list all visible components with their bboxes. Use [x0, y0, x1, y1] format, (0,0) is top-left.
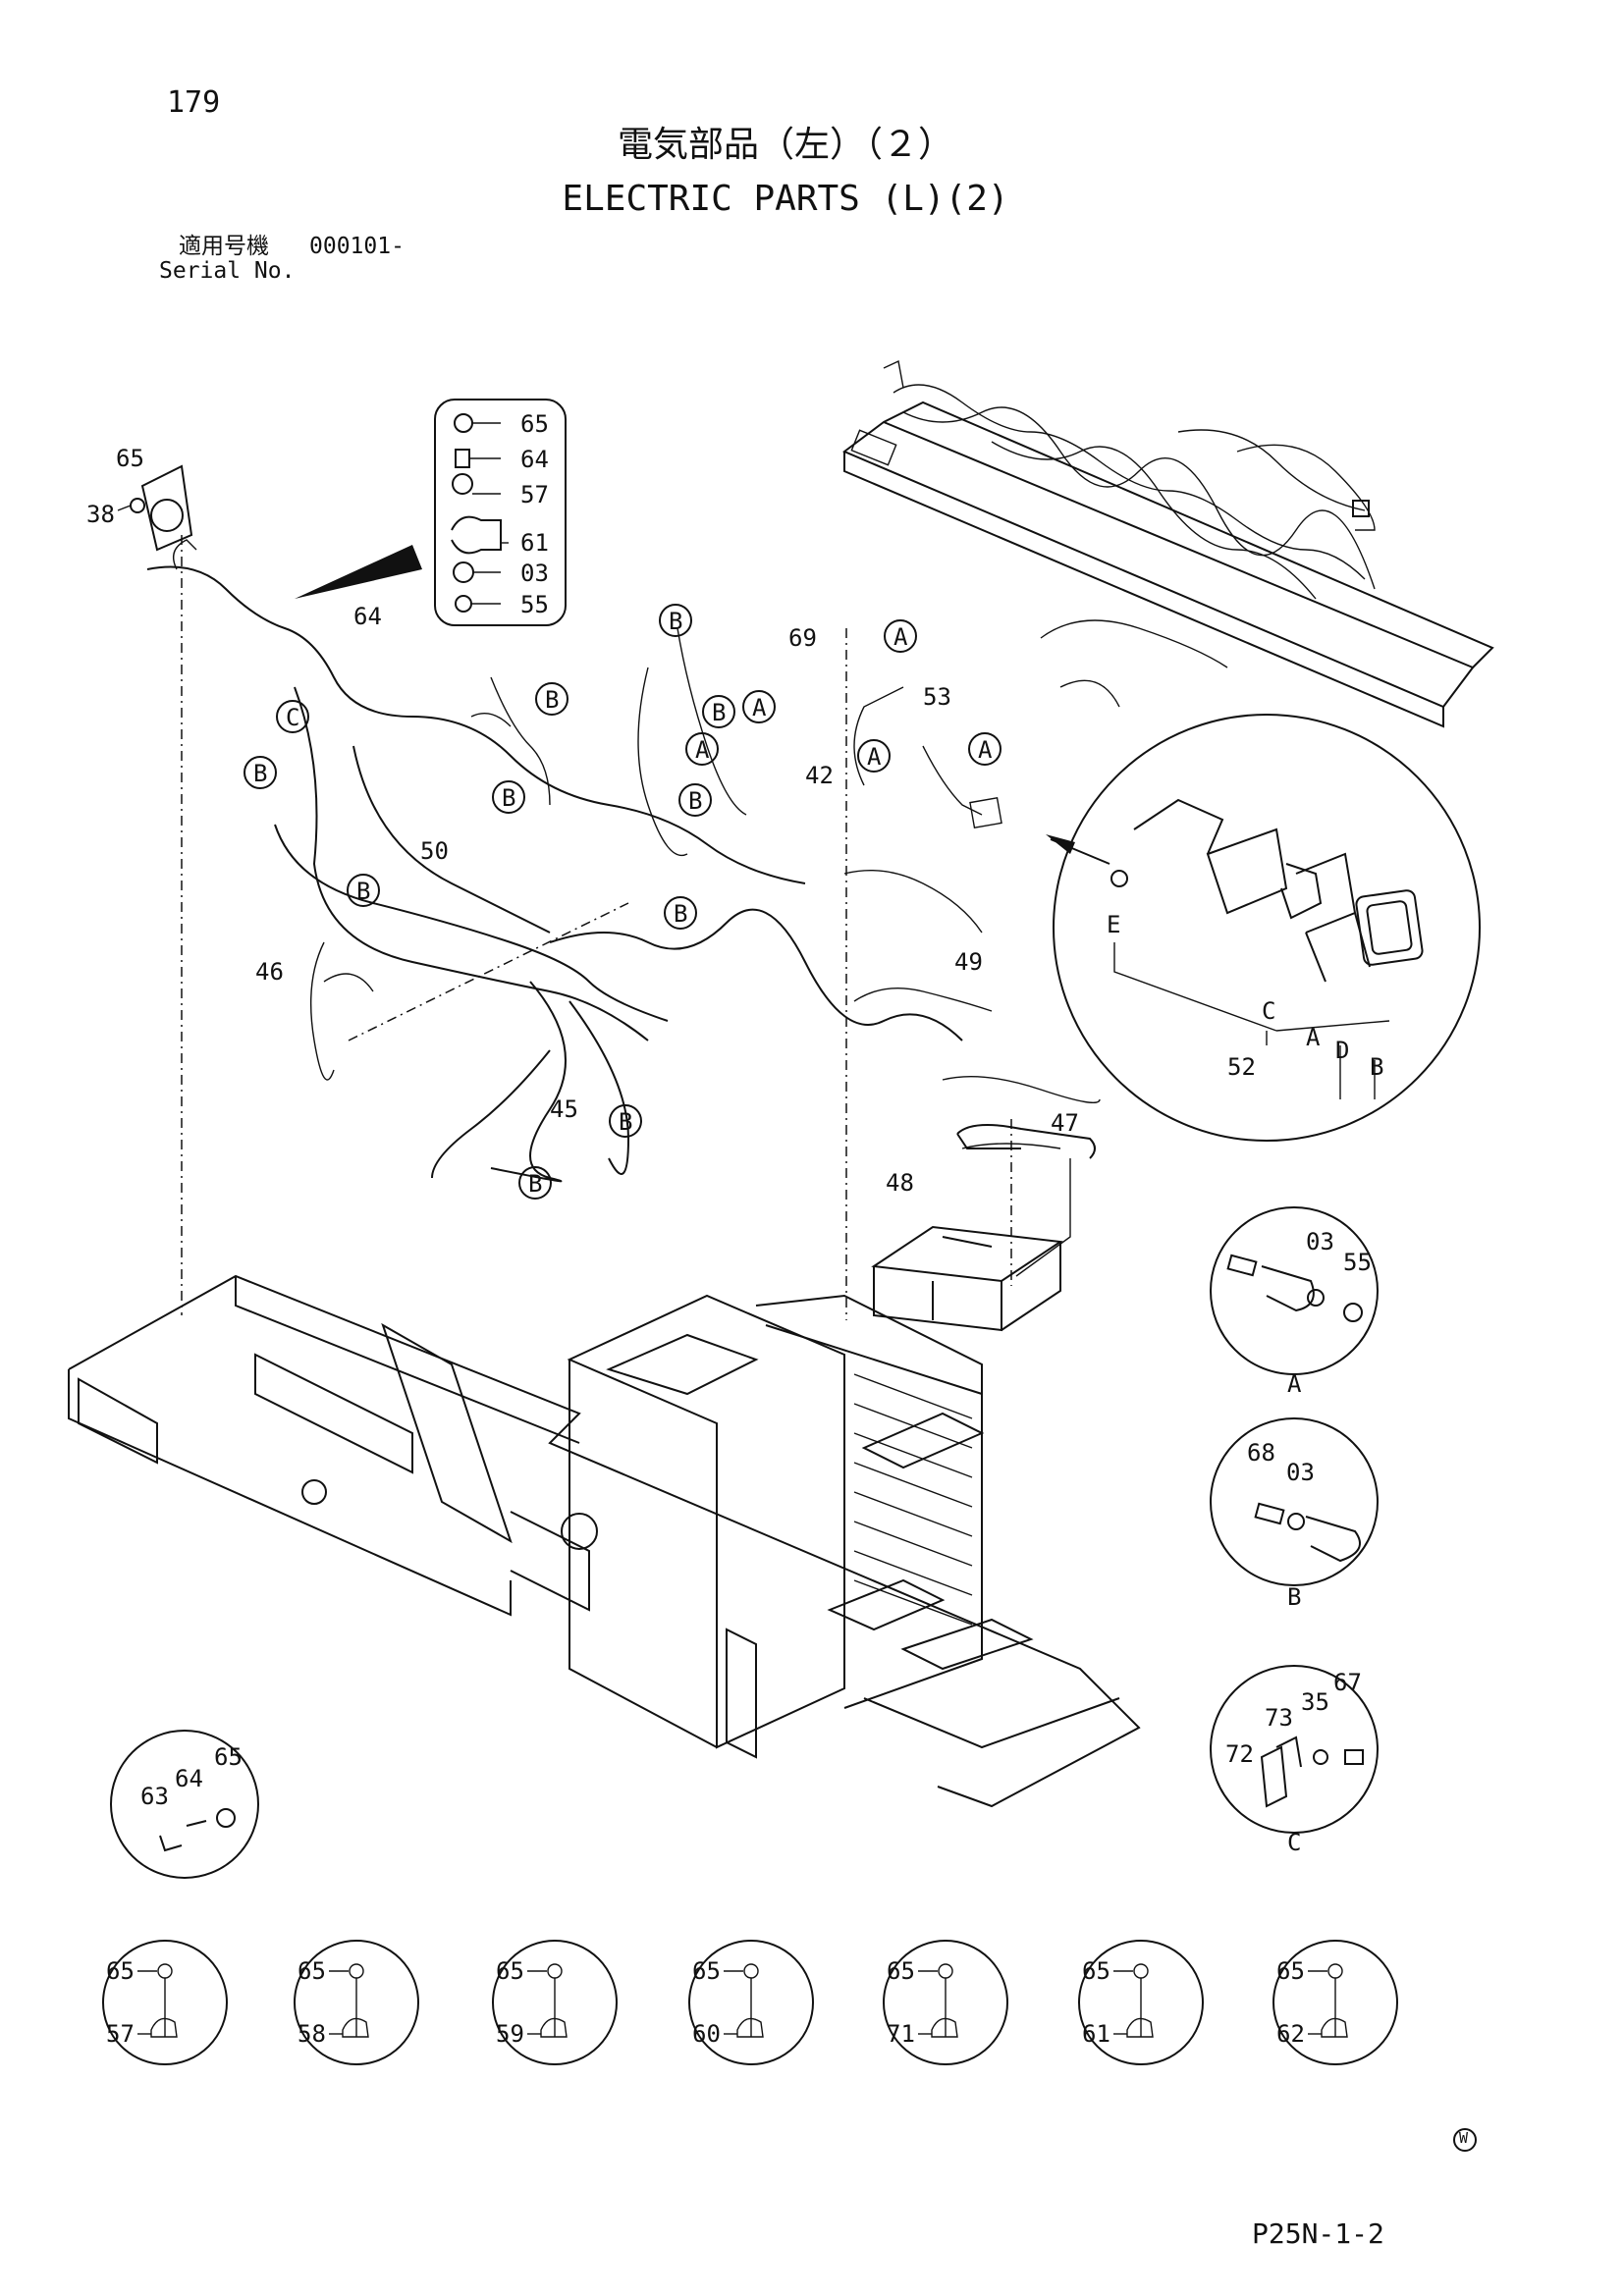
lamp-label-B: B: [1370, 1053, 1384, 1081]
leader-lines: [181, 535, 1071, 1320]
clamp-1-clamp: 57: [106, 2020, 135, 2048]
clamp-3-clamp: 59: [496, 2020, 524, 2048]
ref-B-7: B: [356, 878, 371, 905]
detail-B-68: 68: [1247, 1439, 1275, 1467]
clamp-4-bolt: 65: [692, 1957, 721, 1985]
w-mark-circle: [1453, 2128, 1477, 2152]
callout-45: 45: [550, 1095, 578, 1123]
detail-D-64: 64: [175, 1765, 203, 1792]
ref-C-1: C: [286, 704, 300, 731]
detail-C-73: 73: [1265, 1704, 1293, 1732]
callout-46: 46: [255, 958, 284, 986]
stack-callout-55: 55: [520, 591, 549, 618]
callout-47: 47: [1051, 1109, 1079, 1137]
lamp-label-C: C: [1262, 997, 1276, 1025]
detail-D-65: 65: [214, 1743, 243, 1771]
lamp-label-D: D: [1335, 1037, 1350, 1064]
ref-B-6: B: [688, 787, 703, 815]
main-wire-harness: [146, 539, 1101, 1183]
callout-64: 64: [353, 603, 382, 630]
detail-A-label: A: [1287, 1370, 1302, 1398]
clamp-glyphs: [137, 1963, 1348, 2038]
callout-50: 50: [420, 837, 449, 865]
clamp-7-bolt: 65: [1276, 1957, 1305, 1985]
lamp-detail-circle: [1046, 714, 1481, 1142]
ref-letter-circles: [244, 604, 1001, 1200]
hardware-stack-inset: [295, 399, 567, 626]
ref-B-4: B: [502, 784, 516, 812]
detail-circle-A: [1210, 1206, 1379, 1375]
clamp-5-clamp: 71: [887, 2020, 915, 2048]
callout-38: 38: [86, 501, 115, 528]
stack-callout-03: 03: [520, 560, 549, 587]
callout-52: 52: [1227, 1053, 1256, 1081]
callout-49: 49: [954, 948, 983, 976]
ref-A-5: A: [978, 736, 993, 764]
serial-label: Serial No.: [159, 258, 296, 284]
w-mark: W: [1459, 2129, 1469, 2147]
bracket-38: [117, 464, 193, 552]
callout-48: 48: [886, 1169, 914, 1197]
detail-D-63: 63: [140, 1783, 169, 1810]
detail-circle-D: [110, 1730, 259, 1879]
clamp-4-clamp: 60: [692, 2020, 721, 2048]
detail-B-03: 03: [1286, 1459, 1315, 1486]
stack-callout-61: 61: [520, 529, 549, 557]
ref-B-1: B: [669, 608, 683, 635]
stack-callout-57: 57: [520, 481, 549, 508]
ref-B-8: B: [674, 900, 688, 928]
page-number: 179: [167, 85, 221, 120]
detail-A-03: 03: [1306, 1228, 1334, 1255]
detail-C-72: 72: [1225, 1740, 1254, 1768]
ref-A-4: A: [867, 743, 882, 771]
detail-circle-C: [1210, 1665, 1379, 1834]
ref-B-3: B: [253, 760, 268, 787]
callout-69: 69: [788, 624, 817, 652]
ref-B-9: B: [619, 1108, 633, 1136]
title-english: ELECTRIC PARTS (L)(2): [562, 179, 1009, 219]
ref-B-10: B: [528, 1170, 543, 1198]
title-japanese: 電気部品（左）（２）: [617, 125, 953, 165]
clamp-detail-row: [102, 1940, 1398, 2065]
callout-53: 53: [923, 683, 951, 711]
clamp-6-bolt: 65: [1082, 1957, 1110, 1985]
clamp-5-bolt: 65: [887, 1957, 915, 1985]
detail-C-35: 35: [1301, 1688, 1329, 1716]
ref-B-2: B: [545, 686, 560, 714]
lower-frame-assembly: [68, 1274, 1141, 1808]
battery-assembly: [871, 1124, 1096, 1332]
lamp-label-A: A: [1306, 1024, 1321, 1051]
ref-A-2: A: [695, 736, 710, 764]
clamp-1-bolt: 65: [106, 1957, 135, 1985]
clamp-2-clamp: 58: [298, 2020, 326, 2048]
clamp-3-bolt: 65: [496, 1957, 524, 1985]
detail-A-55: 55: [1343, 1249, 1372, 1276]
clamp-7-clamp: 62: [1276, 2020, 1305, 2048]
detail-B-label: B: [1287, 1583, 1302, 1611]
detail-C-label: C: [1287, 1829, 1302, 1856]
detail-circle-B: [1210, 1417, 1379, 1586]
upper-frame-harness-view: [842, 359, 1494, 728]
callout-42: 42: [805, 762, 834, 789]
callout-65: 65: [116, 445, 144, 472]
applicable-label: 適用号機: [179, 234, 269, 259]
clamp-6-clamp: 61: [1082, 2020, 1110, 2048]
detail-C-67: 67: [1333, 1669, 1362, 1696]
clamp-2-bolt: 65: [298, 1957, 326, 1985]
ref-A-3: A: [893, 623, 908, 651]
page-code: P25N-1-2: [1252, 2217, 1384, 2250]
stack-callout-65: 65: [520, 410, 549, 438]
ref-A-1: A: [752, 694, 767, 721]
stack-callout-64: 64: [520, 446, 549, 473]
ref-B-5: B: [712, 699, 727, 726]
lamp-label-E: E: [1107, 911, 1121, 938]
serial-value: 000101-: [309, 234, 405, 259]
